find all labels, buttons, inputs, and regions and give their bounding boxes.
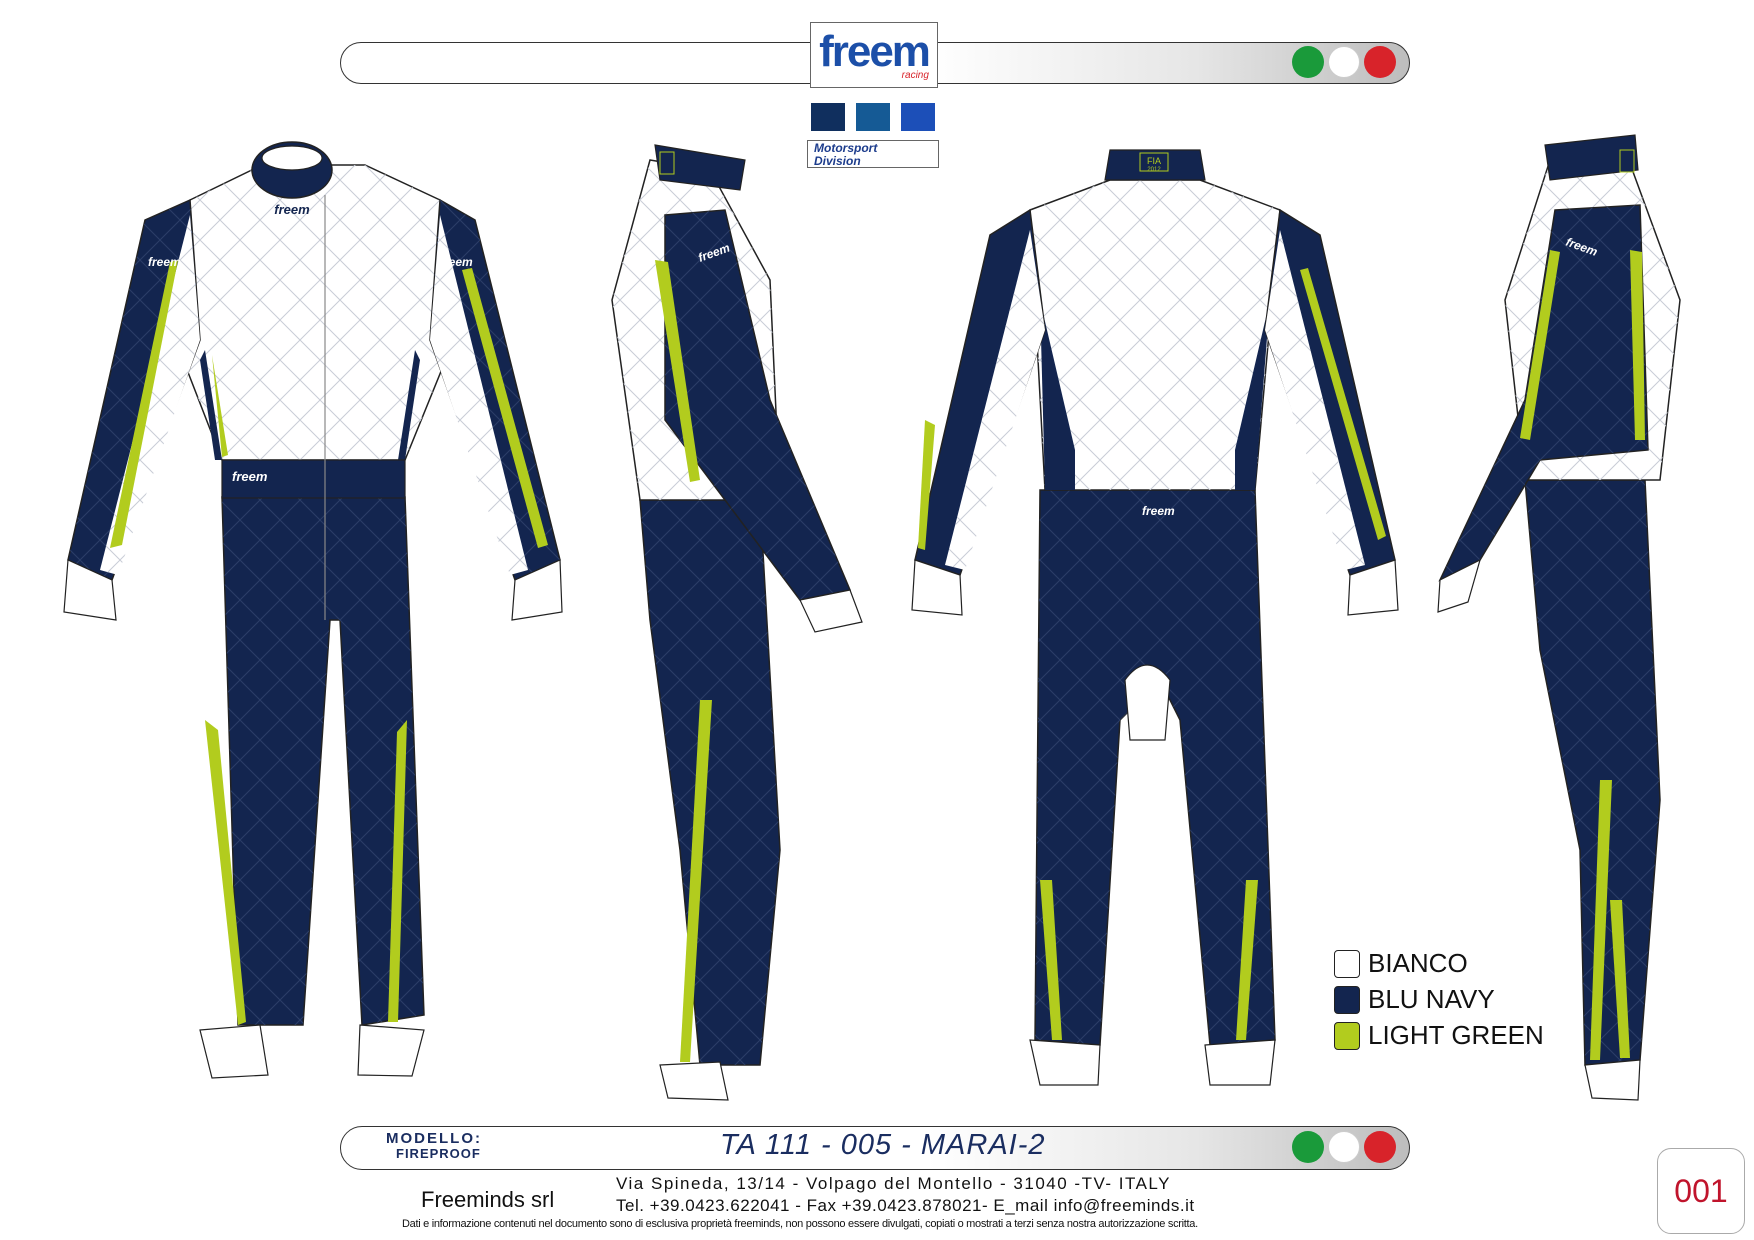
fireproof-label: FIREPROOF	[396, 1146, 481, 1161]
legend-item-bianco: BIANCO	[1334, 948, 1468, 979]
motorsport-line1: Motorsport	[814, 141, 878, 155]
legend-swatch-bianco	[1334, 949, 1360, 978]
legend-item-blu-navy: BLU NAVY	[1334, 984, 1495, 1015]
legend-label-bianco: BIANCO	[1368, 948, 1468, 978]
motorsport-division-badge: Motorsport Division	[807, 140, 939, 168]
svg-text:freem: freem	[440, 255, 473, 269]
footer-dot-green	[1292, 1131, 1324, 1163]
modello-label: MODELLO:	[386, 1130, 482, 1147]
disclaimer-text: Dati e informazione contenuti nel docume…	[402, 1218, 1198, 1230]
svg-text:freem: freem	[274, 202, 310, 217]
flag-dot-red	[1364, 46, 1396, 78]
svg-text:FIA: FIA	[1147, 156, 1161, 166]
suit-front-view: freem freem freem freem	[63, 141, 563, 1079]
model-code: TA 111 - 005 - MARAI-2	[720, 1129, 1046, 1161]
flag-dot-white	[1328, 46, 1360, 78]
legend-swatch-blu-navy	[1334, 985, 1360, 1014]
svg-text:2012: 2012	[1147, 167, 1161, 173]
suit-side-view-left: freem	[611, 144, 863, 1101]
svg-text:freem: freem	[148, 255, 181, 269]
motorsport-line2: Division	[814, 154, 861, 168]
palette-swatch-2	[856, 103, 890, 131]
legend-label-light-green: LIGHT GREEN	[1368, 1020, 1544, 1050]
svg-text:freem: freem	[1142, 504, 1175, 518]
footer-dot-red	[1364, 1131, 1396, 1163]
brand-logo-box: freem racing	[810, 22, 938, 88]
company-contacts: Tel. +39.0423.622041 - Fax +39.0423.8780…	[616, 1196, 1195, 1215]
legend-swatch-light-green	[1334, 1021, 1360, 1050]
flag-dot-green	[1292, 46, 1324, 78]
legend-label-blu-navy: BLU NAVY	[1368, 984, 1495, 1014]
brand-logo-sub: racing	[901, 69, 929, 81]
svg-text:freem: freem	[232, 469, 268, 484]
footer-bar	[340, 1126, 1410, 1170]
palette-swatch-3	[901, 103, 935, 131]
suit-back-view: FIA 2012 freem	[911, 149, 1399, 1086]
footer-dot-white	[1328, 1131, 1360, 1163]
brand-logo-text: freem	[819, 26, 931, 76]
suit-side-view-right: freem	[1437, 134, 1681, 1101]
palette-swatch-1	[811, 103, 845, 131]
company-address: Via Spineda, 13/14 - Volpago del Montell…	[616, 1174, 1171, 1193]
legend-item-light-green: LIGHT GREEN	[1334, 1020, 1544, 1051]
page-number: 001	[1657, 1148, 1745, 1234]
company-name: Freeminds srl	[421, 1187, 555, 1212]
